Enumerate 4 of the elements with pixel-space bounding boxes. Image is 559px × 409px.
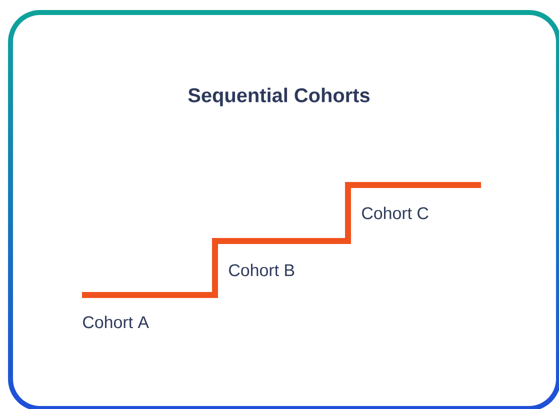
title: Sequential Cohorts bbox=[188, 88, 370, 106]
step-label: Cohort B bbox=[229, 264, 294, 276]
step-label: Cohort A bbox=[83, 316, 149, 328]
step-label: Cohort C bbox=[362, 206, 428, 220]
